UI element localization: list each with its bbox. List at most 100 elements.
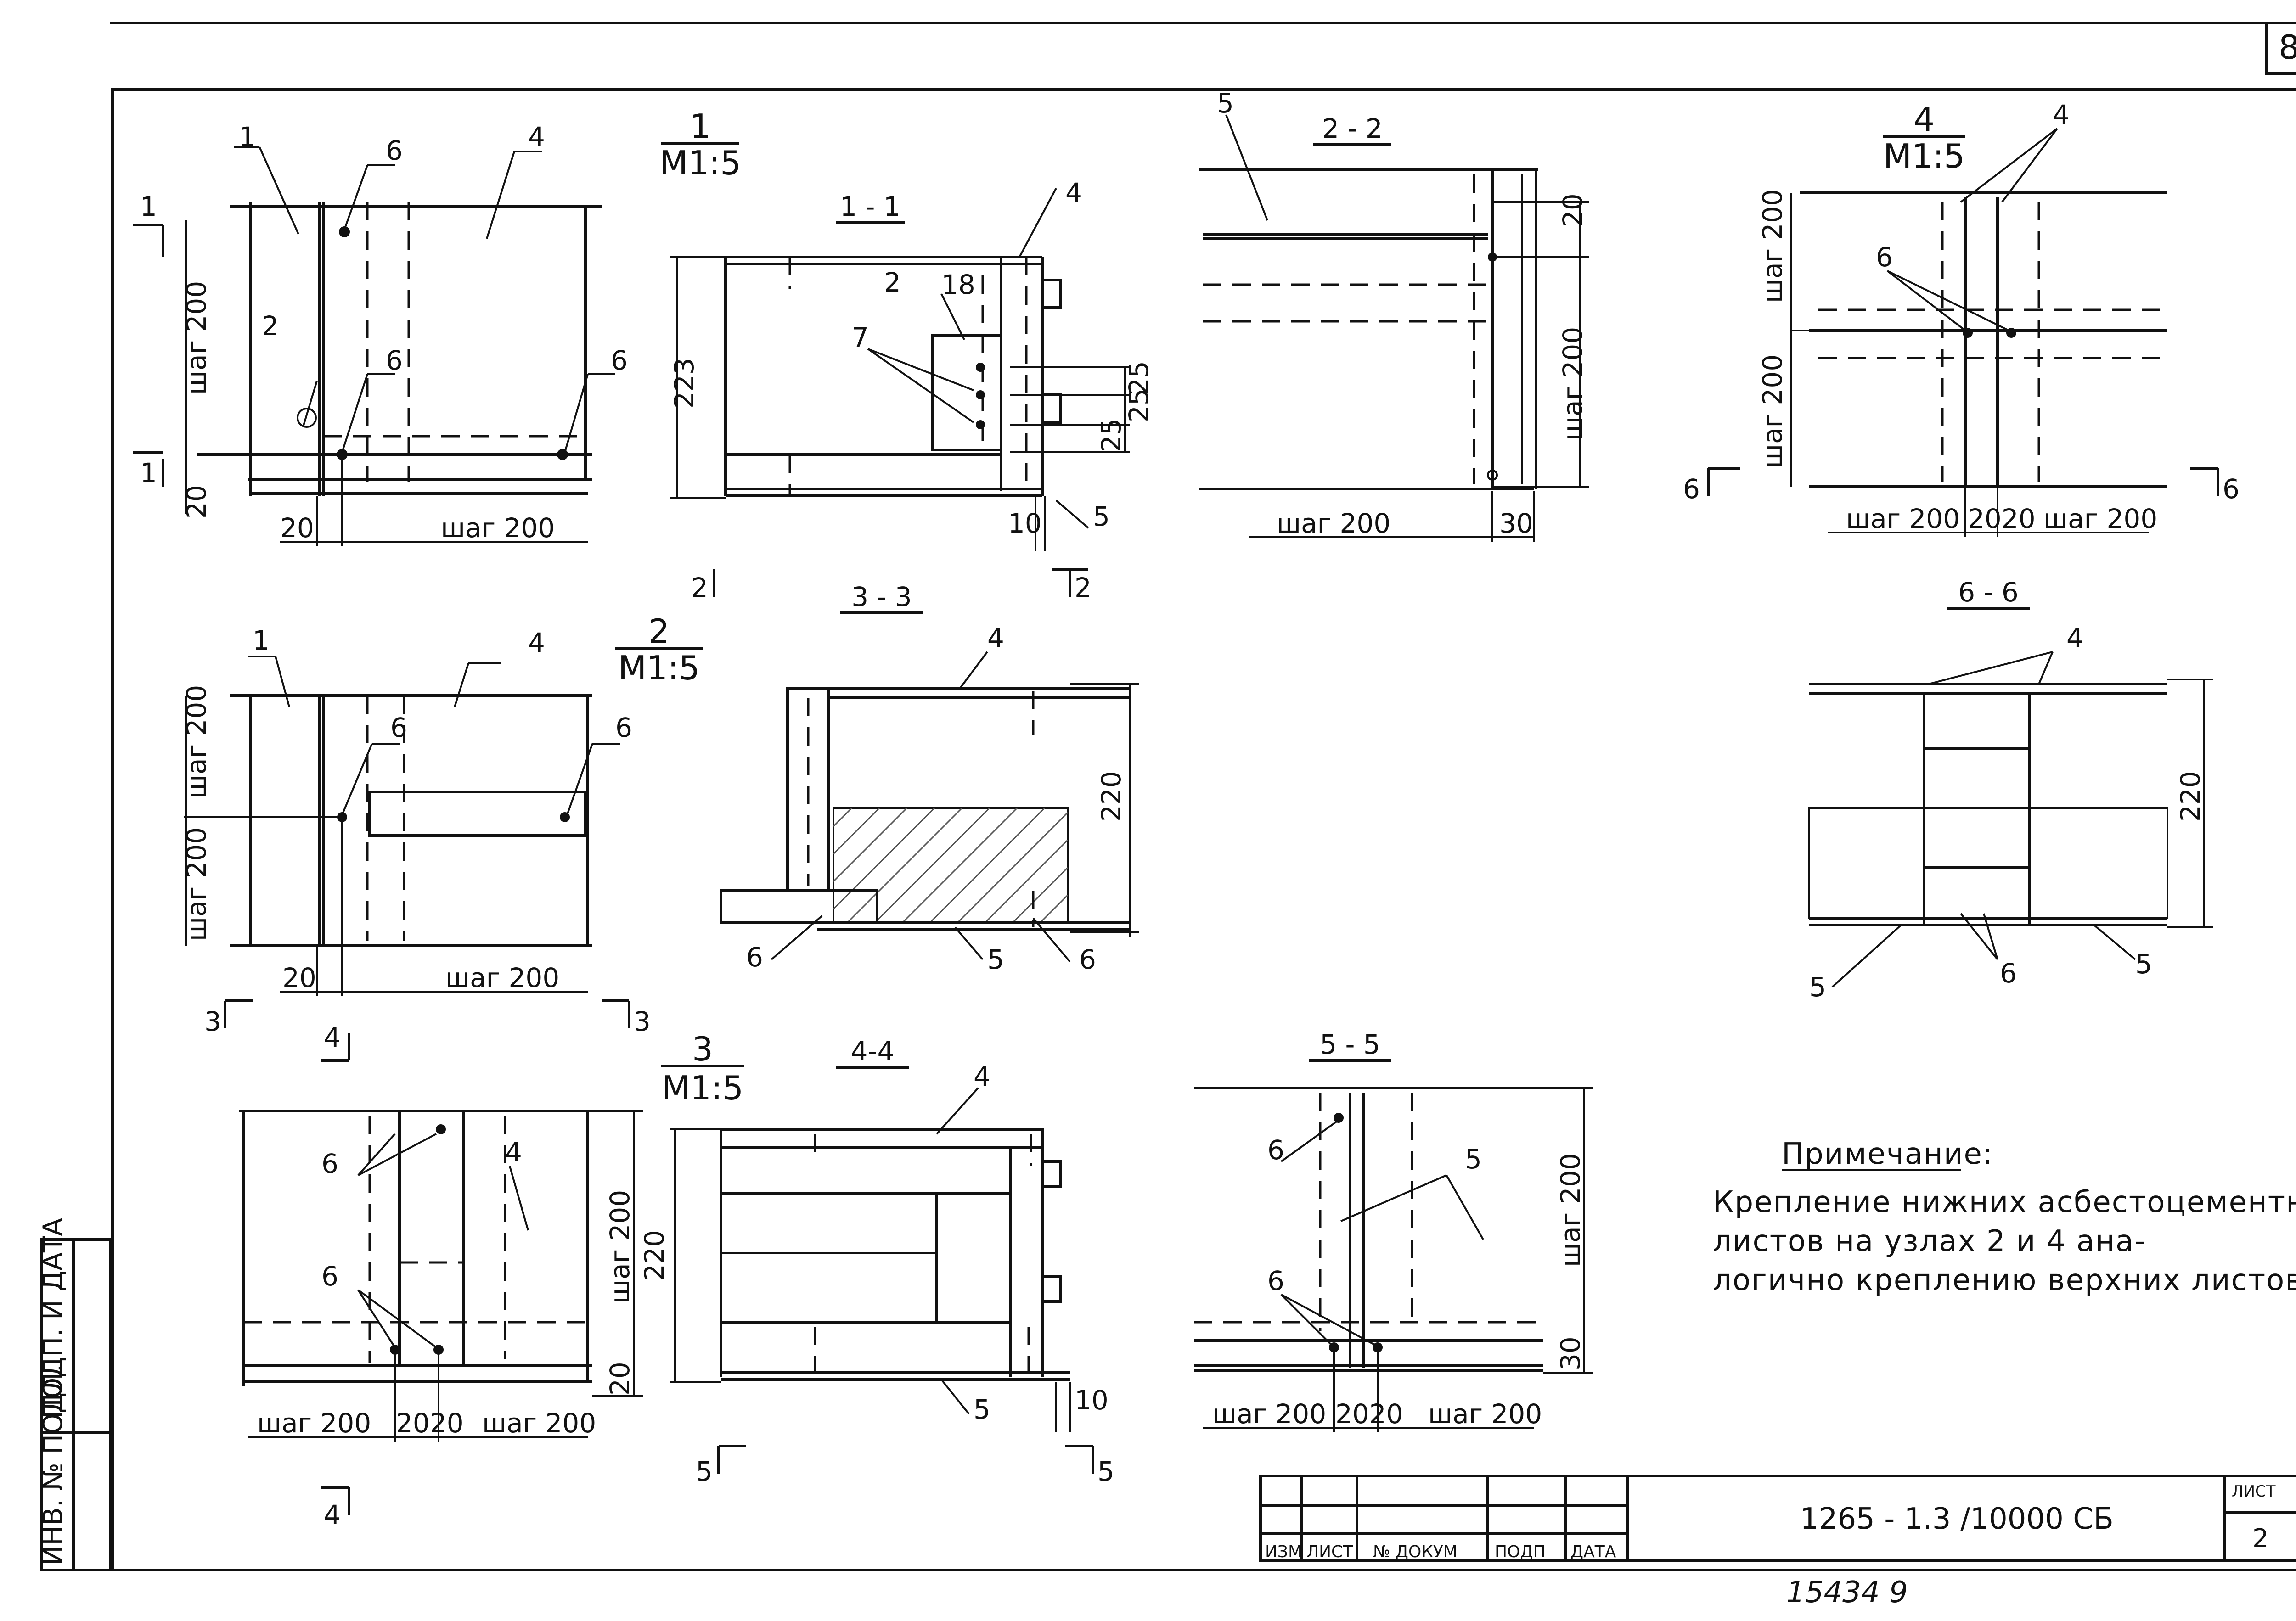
sec55-callout-6a: 6 <box>1267 1134 1284 1166</box>
svg-text:ИНВ. № ПОДЛ.: ИНВ. № ПОДЛ. <box>37 1364 68 1565</box>
node3-dim-20-v: 20 <box>604 1362 636 1396</box>
node4-dim-step-right: шаг 200 <box>2043 503 2157 534</box>
section-5-5: 5 - 5 <box>1194 1029 1593 1432</box>
node1-cut-top: 1 <box>140 191 157 222</box>
sec11-dim-25b: 25 <box>1123 388 1154 422</box>
node4-cut-right: 6 <box>2223 473 2240 505</box>
sec11-dim-223: 223 <box>669 358 700 409</box>
node1-dim-20-h: 20 <box>280 512 314 544</box>
sec55-dim-30: 30 <box>1555 1336 1586 1370</box>
sec66-callout-4: 4 <box>2066 623 2083 654</box>
sheet-number-box <box>2265 22 2296 75</box>
sec44-callout-5: 5 <box>974 1394 990 1425</box>
node2-callout-4: 4 <box>528 627 545 658</box>
node2-cut-left: 3 <box>204 1006 221 1037</box>
frame <box>111 88 2296 1571</box>
svg-text:3: 3 <box>692 1030 713 1068</box>
svg-text:ПОДП. И ДАТА: ПОДП. И ДАТА <box>37 1218 68 1419</box>
sec44-dim-220: 220 <box>639 1230 670 1281</box>
svg-text:4-4: 4-4 <box>851 1036 895 1067</box>
tb-header-list: ЛИСТ <box>1306 1542 1353 1561</box>
node1-callout-1: 1 <box>239 121 256 152</box>
node4-dim-step-v1: шаг 200 <box>1757 189 1788 303</box>
svg-text:М1:5: М1:5 <box>618 649 700 687</box>
sec22-dim-step-h: шаг 200 <box>1277 508 1390 539</box>
node2-callout-6b: 6 <box>615 712 632 743</box>
node3-dim-2020: 2020 <box>396 1408 464 1439</box>
sec11-callout-4: 4 <box>1065 177 1082 208</box>
section-2-2: 2 - 2 <box>1199 113 1589 542</box>
section-4-4: 4-4 <box>670 1036 1094 1474</box>
node3-dim-step-left: шаг 200 <box>257 1408 371 1439</box>
sec11-cut-right: 2 <box>1075 572 1092 603</box>
node2-cut-right: 3 <box>634 1006 651 1037</box>
tb-header-doc: № ДОКУМ <box>1373 1542 1458 1561</box>
sec33-callout-5: 5 <box>987 944 1004 975</box>
node3-cut-bottom: 4 <box>324 1499 341 1531</box>
sec44-dim-10: 10 <box>1075 1385 1109 1416</box>
node2-dim-step-v1: шаг 200 <box>181 685 212 799</box>
node1-callout-2: 2 <box>262 310 279 342</box>
sec44-cut-right: 5 <box>1097 1456 1114 1487</box>
node1-callout-4: 4 <box>528 121 545 152</box>
sec22-callout-5: 5 <box>1217 88 1234 119</box>
sec66-callout-6: 6 <box>2000 958 2017 989</box>
node3-callout-6a: 6 <box>321 1148 338 1179</box>
svg-text:3 - 3: 3 - 3 <box>851 581 912 612</box>
side-stamp: ПОДП. И ДАТА ИНВ. № ПОДЛ. <box>37 1218 112 1571</box>
sec44-cut-left: 5 <box>696 1456 713 1487</box>
sec55-callout-5: 5 <box>1465 1144 1482 1175</box>
note-line-1: Крепление нижних асбестоцементных <box>1713 1185 2296 1219</box>
sec33-callout-6a: 6 <box>746 942 763 973</box>
sec11-callout-2: 2 <box>884 267 901 298</box>
sec11-dim-10: 10 <box>1008 508 1042 539</box>
node4-callout-6: 6 <box>1876 241 1893 273</box>
node4-cut-left: 6 <box>1683 473 1700 505</box>
sec33-dim-220: 220 <box>1096 771 1127 822</box>
svg-text:1 - 1: 1 - 1 <box>840 191 900 222</box>
sec66-dim-220: 220 <box>2175 771 2206 822</box>
node1-dim-step-v: шаг 200 <box>181 281 212 395</box>
sec11-cut-left: 2 <box>691 572 708 603</box>
svg-text:2: 2 <box>648 612 670 651</box>
sec22-dim-step-v: шаг 200 <box>1557 327 1588 441</box>
node-1-plan <box>133 146 615 546</box>
node4-dim-step-left: шаг 200 <box>1846 503 1960 534</box>
section-3-3: 3 - 3 <box>720 581 1139 963</box>
node1-cut-bottom: 1 <box>140 457 157 488</box>
node1-callout-6b: 6 <box>386 345 403 376</box>
note-title: Примечание: <box>1782 1137 1993 1171</box>
sheet-number: 8 <box>2279 28 2296 67</box>
node3-dim-step-right: шаг 200 <box>482 1408 596 1439</box>
sec66-callout-5a: 5 <box>1809 971 1826 1003</box>
tb-header-izm: ИЗМ <box>1265 1542 1302 1561</box>
note-line-3: логично креплению верхних листов. <box>1713 1263 2296 1297</box>
node3-callout-6b: 6 <box>321 1261 338 1292</box>
sec11-callout-7: 7 <box>852 322 869 353</box>
node-3-title: 3 М1:5 <box>661 1030 744 1107</box>
node3-cut-top: 4 <box>324 1022 341 1053</box>
sec55-dim-2020: 2020 <box>1335 1398 1403 1430</box>
insulation-hatch <box>833 807 1069 924</box>
sec44-callout-4: 4 <box>974 1061 990 1092</box>
node4-dim-2020: 2020 <box>1968 503 2036 534</box>
node2-callout-1: 1 <box>253 625 270 656</box>
svg-text:1: 1 <box>690 107 711 146</box>
node2-callout-6a: 6 <box>390 712 407 743</box>
sec55-callout-6b: 6 <box>1267 1265 1284 1296</box>
sec11-dim-25c: 25 <box>1096 418 1127 452</box>
document-code: 1265 - 1.3 /10000 СБ <box>1800 1502 2114 1536</box>
node4-callout-4: 4 <box>2053 99 2070 130</box>
node3-callout-4: 4 <box>505 1137 522 1168</box>
sec22-dim-30: 30 <box>1499 508 1533 539</box>
sec11-dim-18: 18 <box>941 269 975 300</box>
node2-dim-step-v2: шаг 200 <box>181 827 212 941</box>
node1-callout-6a: 6 <box>386 135 403 166</box>
sheet-label: ЛИСТ <box>2232 1482 2276 1501</box>
title-block <box>1259 1475 2296 1562</box>
section-1-1: 1 - 1 <box>670 188 1130 597</box>
sec66-callout-5b: 5 <box>2135 948 2152 980</box>
node-2-plan: 2 М1:5 <box>184 612 703 1028</box>
node-3-plan <box>239 1033 643 1515</box>
node4-dim-step-v2: шаг 200 <box>1757 354 1788 468</box>
